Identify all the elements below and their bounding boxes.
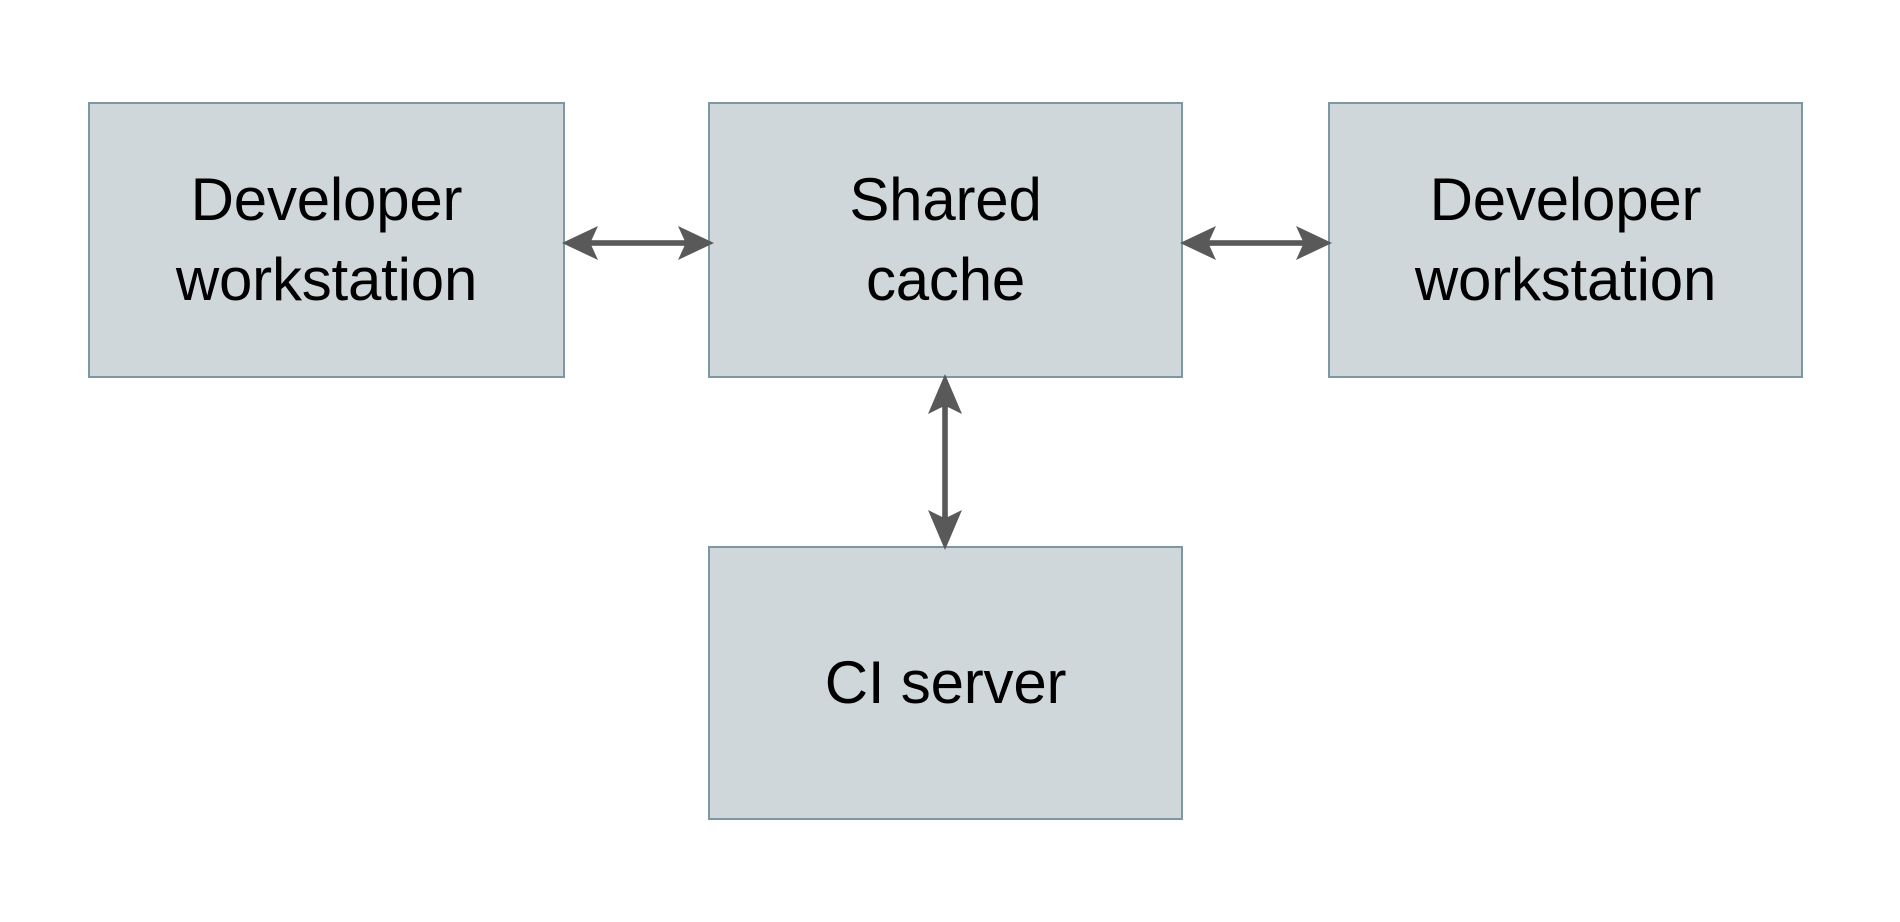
node-developer-workstation-left[interactable]: Developer workstation — [88, 102, 565, 378]
node-label: CI server — [824, 648, 1067, 716]
node-label: Developer workstation — [175, 165, 478, 313]
double-arrow-icon — [928, 374, 962, 550]
node-label: Developer workstation — [1414, 165, 1717, 313]
double-arrow-icon — [562, 226, 714, 260]
node-developer-workstation-right[interactable]: Developer workstation — [1328, 102, 1803, 378]
connector-shared-cache-to-ci-server[interactable] — [915, 374, 975, 550]
connector-shared-cache-to-dev-right[interactable] — [1180, 213, 1332, 273]
node-shared-cache[interactable]: Shared cache — [708, 102, 1183, 378]
node-ci-server[interactable]: CI server — [708, 546, 1183, 820]
connector-dev-left-to-shared-cache[interactable] — [562, 213, 714, 273]
double-arrow-icon — [1180, 226, 1332, 260]
node-label: Shared cache — [849, 165, 1042, 313]
